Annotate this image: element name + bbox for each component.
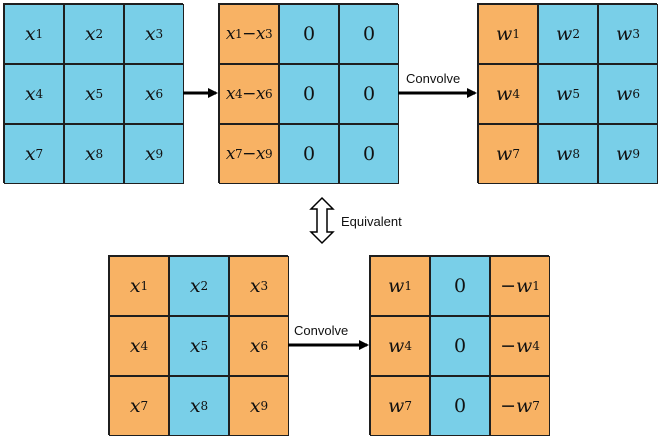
convolve-label-bottom: Convolve (294, 323, 349, 338)
matrix-cell: 0 (279, 124, 339, 184)
matrix-cell: 0 (339, 124, 399, 184)
matrix-cell: 0 (339, 64, 399, 124)
matrix-cell: 0 (339, 4, 399, 64)
matrix-cell: 0 (430, 376, 490, 436)
matrix-cell: 0 (430, 256, 490, 316)
matrix-cell: 0 (279, 64, 339, 124)
matrix-cell: 0 (430, 316, 490, 376)
equivalent-label: Equivalent (341, 214, 402, 229)
matrix-cell: 0 (279, 4, 339, 64)
convolve-label-top: Convolve (406, 71, 461, 86)
equivalent-double-arrow-icon (309, 196, 335, 245)
